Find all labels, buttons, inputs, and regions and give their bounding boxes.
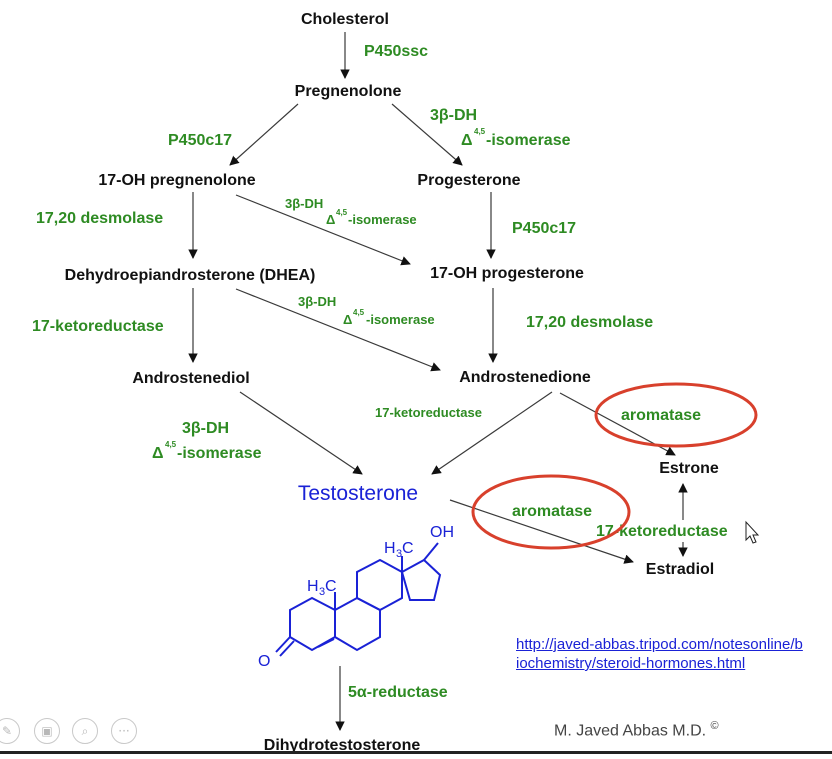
svg-text:Δ: Δ [461, 132, 473, 149]
svg-text:4,5: 4,5 [165, 440, 177, 449]
label-o: O [258, 653, 270, 670]
enzyme-3bdh-isomerase-top: 3β-DH Δ 4,5 -isomerase [430, 107, 571, 149]
svg-text:Δ: Δ [152, 445, 164, 462]
enzyme-desmolase-left: 17,20 desmolase [36, 210, 163, 227]
node-dihydrotestosterone: Dihydrotestosterone [264, 737, 421, 754]
node-estrone: Estrone [659, 460, 719, 477]
slides-icon[interactable]: ▣ [34, 718, 60, 744]
svg-text:-isomerase: -isomerase [366, 312, 435, 327]
svg-text:4,5: 4,5 [336, 208, 348, 217]
enzyme-ketoreductase-right: 17-ketoreductase [596, 523, 728, 540]
mouse-cursor-icon [745, 520, 760, 544]
arrow-androstenedione-testosterone [431, 391, 553, 475]
author-name: M. Javed Abbas M.D. [554, 722, 707, 740]
enzyme-3bdh-isomerase-small-2: 3β-DH Δ 4,5 -isomerase [298, 294, 435, 327]
arrow-pregnenolone-17oh-pregnenolone [229, 103, 299, 166]
svg-text:C: C [325, 578, 337, 595]
node-cholesterol: Cholesterol [301, 11, 389, 28]
node-dhea: Dehydroepiandrosterone (DHEA) [65, 267, 316, 284]
enzyme-desmolase-right: 17,20 desmolase [526, 314, 653, 331]
svg-text:3: 3 [319, 586, 325, 598]
svg-text:3β-DH: 3β-DH [285, 196, 323, 211]
svg-text:C: C [402, 540, 414, 557]
pen-icon[interactable]: ✎ [0, 718, 20, 744]
node-progesterone: Progesterone [417, 172, 520, 189]
svg-text:4,5: 4,5 [474, 127, 486, 136]
enzyme-aromatase-bottom: aromatase [512, 503, 592, 520]
enzyme-p450c17-right: P450c17 [512, 220, 576, 237]
label-h3c-upper: H 3 C [384, 540, 414, 560]
zoom-icon[interactable]: ⌕ [72, 718, 98, 744]
svg-text:3β-DH: 3β-DH [430, 107, 477, 124]
arrow-dhea-androstenedione [235, 288, 441, 372]
svg-text:4,5: 4,5 [353, 308, 365, 317]
svg-text:3: 3 [396, 548, 402, 560]
svg-text:-isomerase: -isomerase [177, 445, 262, 462]
label-oh: OH [430, 524, 454, 541]
node-androstenedione: Androstenedione [459, 369, 591, 386]
svg-text:H: H [307, 578, 319, 595]
svg-text:Δ: Δ [343, 312, 352, 327]
node-17oh-progesterone: 17-OH progesterone [430, 265, 584, 282]
svg-text:H: H [384, 540, 396, 557]
copyright-mark: © [710, 720, 719, 732]
enzyme-ketoreductase-left: 17-ketoreductase [32, 318, 164, 335]
svg-text:-isomerase: -isomerase [486, 132, 571, 149]
arrow-testosterone-estradiol [449, 499, 634, 564]
enzyme-3bdh-isomerase-small-1: 3β-DH Δ 4,5 -isomerase [285, 196, 417, 227]
enzyme-p450c17-left: P450c17 [168, 132, 232, 149]
author-credit: M. Javed Abbas M.D. © [554, 720, 719, 740]
svg-text:3β-DH: 3β-DH [182, 420, 229, 437]
node-estradiol: Estradiol [646, 561, 714, 578]
arrow-17oh-pregnenolone-17oh-progesterone [235, 194, 411, 266]
testosterone-structure: OH H 3 C H 3 C O [258, 524, 454, 670]
node-pregnenolone: Pregnenolone [295, 83, 402, 100]
enzyme-aromatase-top: aromatase [621, 407, 701, 424]
svg-text:Δ: Δ [326, 212, 335, 227]
more-icon[interactable]: ··· [111, 718, 137, 744]
node-17oh-pregnenolone: 17-OH pregnenolone [98, 172, 255, 189]
label-h3c-lower: H 3 C [307, 578, 337, 598]
arrow-androstenediol-testosterone [239, 391, 363, 475]
enzyme-ketoreductase-mid: 17-ketoreductase [375, 405, 482, 420]
source-link[interactable]: http://javed-abbas.tripod.com/notesonlin… [516, 636, 803, 672]
svg-text:-isomerase: -isomerase [348, 212, 417, 227]
highlight-circle-aromatase-top [594, 382, 758, 448]
node-testosterone: Testosterone [298, 482, 418, 505]
bottom-border [0, 751, 832, 754]
svg-text:3β-DH: 3β-DH [298, 294, 336, 309]
enzyme-3bdh-isomerase-left: 3β-DH Δ 4,5 -isomerase [152, 420, 262, 462]
highlight-circle-aromatase-bottom [471, 474, 631, 550]
node-androstenediol: Androstenediol [132, 370, 249, 387]
arrow-pregnenolone-progesterone [391, 103, 463, 166]
enzyme-5a-reductase: 5α-reductase [348, 684, 448, 701]
enzyme-p450ssc: P450ssc [364, 43, 428, 60]
